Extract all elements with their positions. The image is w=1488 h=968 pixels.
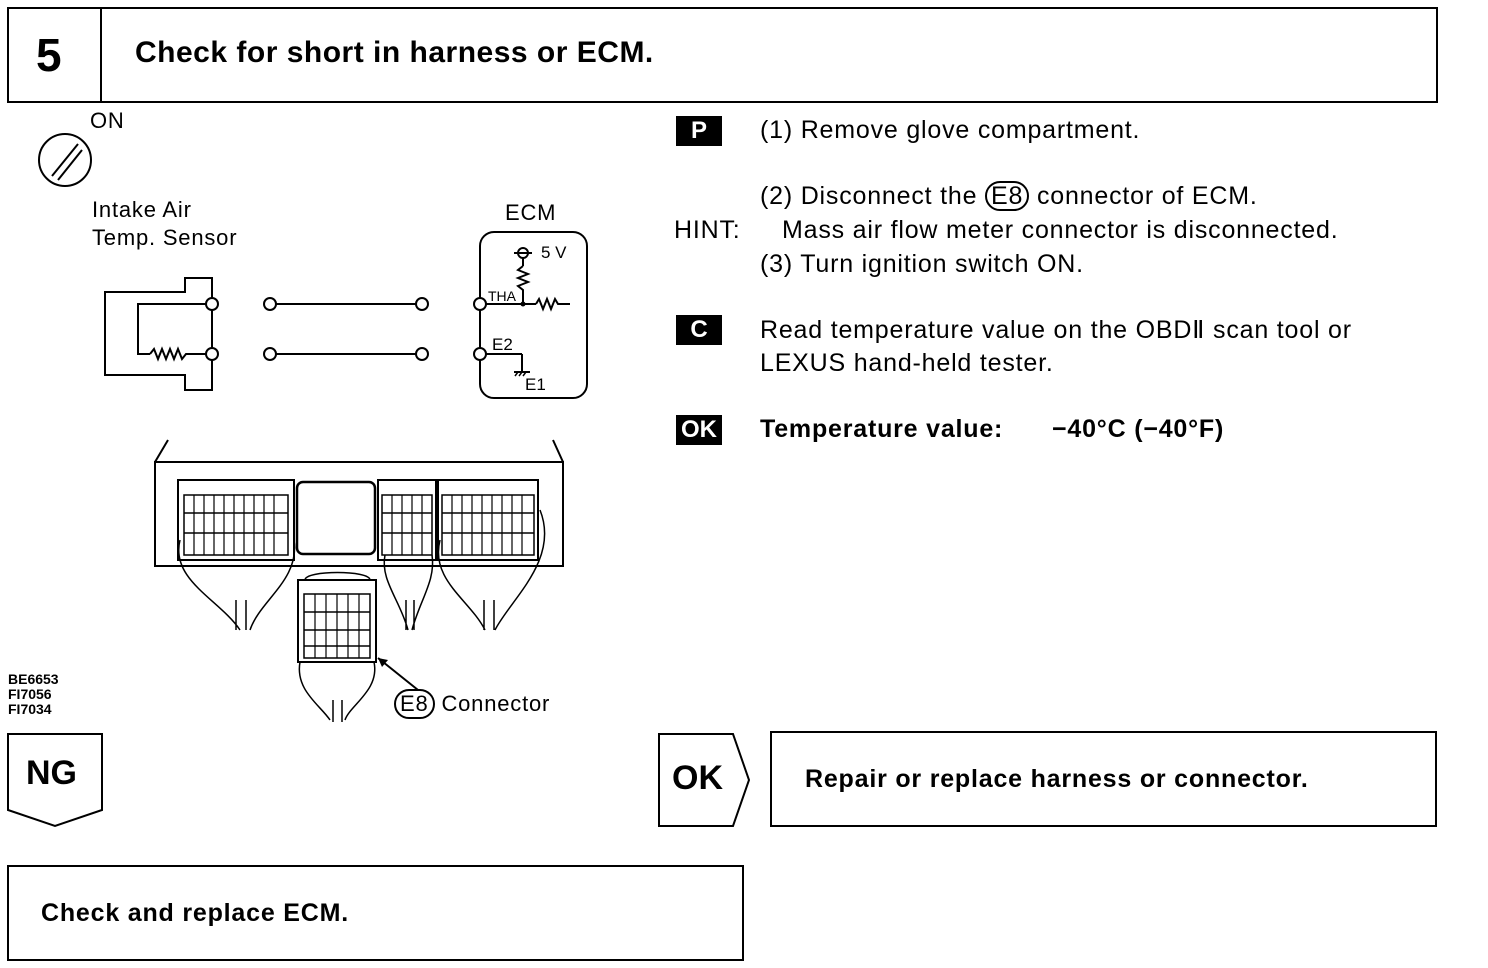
ok-result-text: Repair or replace harness or connector. [805,765,1309,793]
step-number: 5 [36,29,62,81]
figure-codes: BE6653 FI7056 FI7034 [8,672,59,717]
ng-label: NG [26,754,77,792]
ecm-connector-illustration [154,439,564,722]
circuit-diagram [38,133,588,399]
spec-value: −40°C (−40°F) [1052,415,1225,443]
ok-badge: OK [676,415,722,445]
check-text-line1: Read temperature value on the OBDⅡ scan … [760,316,1352,344]
step2-prefix: (2) Disconnect the [760,182,978,210]
voltage-label: 5 V [541,243,567,262]
hint-label: HINT: [674,216,741,244]
figure-code: FI7056 [8,686,52,702]
e8-connector-plug [297,571,377,663]
step3-text: (3) Turn ignition switch ON. [760,250,1084,278]
step2-suffix: connector of ECM. [1036,182,1258,210]
check-badge-c: C [676,315,722,345]
thermistor-symbol [149,346,210,362]
step-title: Check for short in harness or ECM. [135,36,654,69]
sensor-label-line2: Temp. Sensor [92,225,238,250]
step-header [7,7,1438,103]
step2-connector-code: E8 [985,181,1030,211]
ok-arrow-badge [658,733,751,827]
e2-label: E2 [492,335,513,354]
e8-connector-callout: E8 Connector [394,689,550,719]
figure-code: BE6653 [8,671,59,687]
e8-connector-code: E8 [394,689,435,719]
connector-block-3 [437,479,539,561]
e1-label: E1 [525,375,546,394]
ng-arrow-badge [7,733,103,828]
step1-text: (1) Remove glove compartment. [760,116,1141,144]
hint-text: Mass air flow meter connector is disconn… [782,216,1339,244]
step-number-divider [100,7,102,103]
connector-block-1 [177,479,295,561]
ng-result-box [7,865,744,961]
sensor-label-line1: Intake Air [92,197,192,222]
ecm-box [479,231,588,399]
ok-result-box [770,731,1437,827]
ecm-case [154,461,564,567]
spec-label: Temperature value: [760,415,1004,443]
tha-label: THA [488,288,516,304]
connector-block-2 [377,479,437,561]
ignition-on-label: ON [90,108,125,133]
step2-text: (2) Disconnect the E8 connector of ECM. [760,181,1258,211]
ignition-switch-icon [38,133,92,187]
figure-code: FI7034 [8,701,52,717]
ecm-label: ECM [505,200,557,225]
check-text-line2: LEXUS hand-held tester. [760,349,1054,377]
sensor-housing [104,277,213,391]
ok-label: OK [672,759,723,797]
connector-label: Connector [441,691,551,716]
ng-result-text: Check and replace ECM. [41,899,349,927]
procedure-badge-p: P [676,116,722,146]
